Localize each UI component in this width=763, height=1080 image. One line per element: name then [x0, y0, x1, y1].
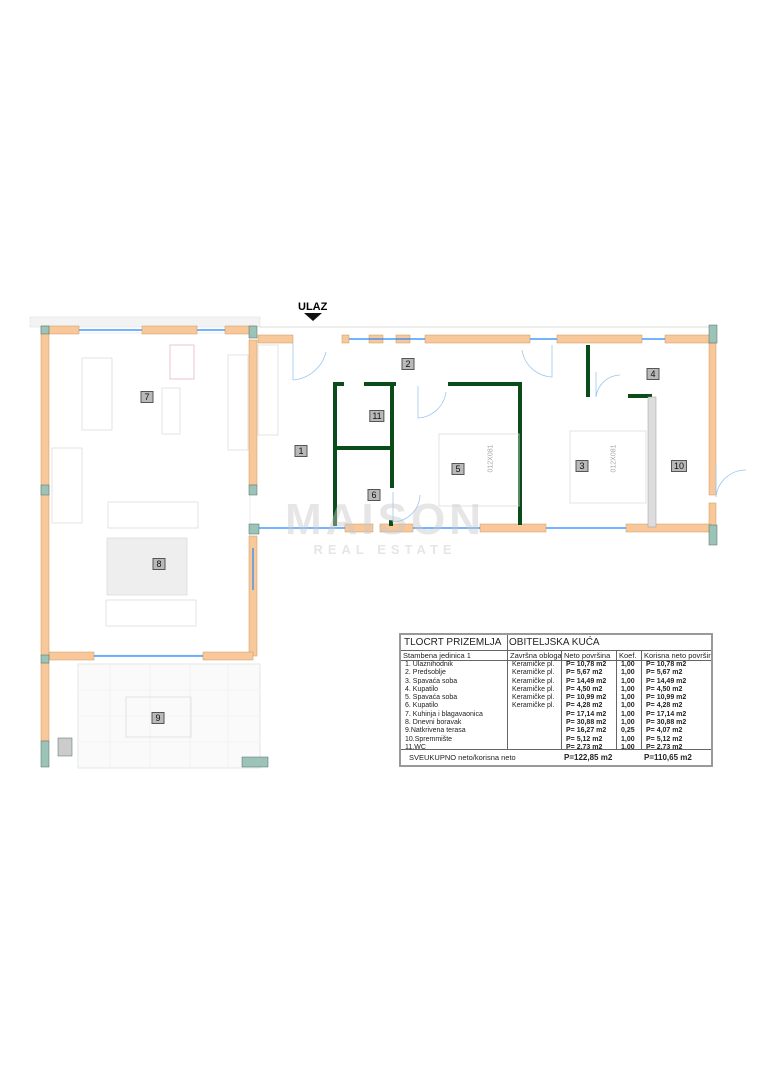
cell-room: 4. Kupatilo: [405, 685, 439, 693]
cell-coef: 1,00: [621, 735, 635, 743]
cell-net: P= 2,73 m2: [566, 743, 603, 751]
area-table: TLOCRT PRIZEMLJA OBITELJSKA KUĆA Stamben…: [399, 633, 713, 767]
cell-usable: P= 10,99 m2: [646, 694, 687, 702]
cell-usable: P= 5,12 m2: [646, 735, 683, 743]
cell-net: P= 5,67 m2: [566, 669, 603, 677]
cell-coef: 1,00: [621, 719, 635, 727]
cell-net: P= 16,27 m2: [566, 727, 607, 735]
furniture: [51, 344, 647, 738]
cell-coef: 1,00: [621, 677, 635, 685]
cell-room: 8. Dnevni boravak: [405, 719, 462, 727]
cell-usable: P= 17,14 m2: [646, 710, 687, 718]
table-total-row: SVEUKUPNO neto/korisna neto P=122,85 m2 …: [401, 749, 711, 765]
table-title: TLOCRT PRIZEMLJA: [401, 635, 508, 651]
cell-finish: Keramičke pl.: [512, 694, 555, 702]
cell-coef: 1,00: [621, 710, 635, 718]
total-label: SVEUKUPNO neto/korisna neto: [409, 753, 516, 762]
cell-usable: P= 2,73 m2: [646, 743, 683, 751]
cell-coef: 0,25: [621, 727, 635, 735]
cell-room: 5. Spavaća soba: [405, 694, 458, 702]
room-label-3: 3: [575, 460, 589, 472]
cell-finish: Keramičke pl.: [512, 677, 555, 685]
header-net: Neto površina: [562, 651, 616, 661]
room-label-6: 6: [367, 489, 381, 501]
cell-net: P= 10,78 m2: [566, 661, 607, 668]
storage-wall: [647, 396, 657, 528]
cell-net: P= 17,14 m2: [566, 710, 607, 718]
cell-finish: [508, 719, 561, 727]
col-finish: Završna obloga Keramičke pl.Keramičke pl…: [508, 651, 562, 749]
cell-room: 10.Spremmište: [405, 735, 453, 743]
room-label-9: 9: [151, 712, 165, 724]
cell-finish: Keramičke pl.: [512, 685, 555, 693]
room-label-1: 1: [294, 445, 308, 457]
interior-walls: [333, 345, 652, 526]
cell-usable: P= 4,28 m2: [646, 702, 683, 710]
header-finish: Završna obloga: [508, 651, 561, 661]
living-area: [47, 332, 251, 656]
door-swings: [292, 343, 747, 523]
cell-net: P= 14,49 m2: [566, 677, 607, 685]
cell-room: 3. Spavaća soba: [405, 677, 458, 685]
header-usable: Korisna neto površina: [642, 651, 711, 661]
columns: [40, 324, 718, 768]
room-label-10: 10: [670, 460, 688, 472]
cell-usable: P= 5,67 m2: [646, 669, 683, 677]
total-usable: P=110,65 m2: [644, 753, 692, 762]
cell-net: P= 10,99 m2: [566, 694, 607, 702]
cell-usable: P= 4,07 m2: [646, 727, 683, 735]
cell-usable: P= 10,78 m2: [646, 661, 687, 668]
bed-label-5: 012X081: [487, 444, 495, 473]
cell-net: P= 4,50 m2: [566, 685, 603, 693]
cell-net: P= 30,88 m2: [566, 719, 607, 727]
cell-coef: 1,00: [621, 661, 635, 668]
room-label-7: 7: [140, 391, 154, 403]
total-net: P=122,85 m2: [564, 753, 613, 762]
entrance-arrow-icon: [304, 313, 322, 321]
cell-room: 2. Predsoblje: [405, 669, 446, 677]
table-project: OBITELJSKA KUĆA: [506, 635, 711, 651]
cell-usable: P= 30,88 m2: [646, 719, 687, 727]
cell-coef: 1,00: [621, 702, 635, 710]
cell-finish: Keramičke pl.: [512, 702, 555, 710]
header-room: Stambena jedinica 1: [401, 651, 507, 661]
roof-edge: [29, 316, 261, 328]
cell-usable: P= 4,50 m2: [646, 685, 683, 693]
header-coef: Koef.: [617, 651, 641, 661]
terrace-tiles: [78, 664, 260, 768]
cell-room: 1. Ulaznihodnik: [405, 661, 453, 668]
windows: [79, 329, 665, 657]
entrance-label: ULAZ: [298, 301, 328, 313]
cell-room: 6. Kupatilo: [405, 702, 439, 710]
cell-finish: Keramičke pl.: [512, 669, 555, 677]
room-label-11: 11: [369, 410, 385, 422]
cell-room: 9.Natkrivena terasa: [405, 727, 466, 735]
cell-finish: [508, 736, 561, 744]
cell-finish: Keramičke pl.: [512, 661, 555, 668]
cell-coef: 1,00: [621, 669, 635, 677]
cell-finish: [508, 711, 561, 719]
room-label-5: 5: [451, 463, 465, 475]
cell-net: P= 5,12 m2: [566, 735, 603, 743]
cell-coef: 1,00: [621, 694, 635, 702]
cell-room: 11.WC: [405, 743, 426, 751]
cell-net: P= 4,28 m2: [566, 702, 603, 710]
cell-coef: 1,00: [621, 685, 635, 693]
cell-finish: [508, 727, 561, 735]
room-label-2: 2: [401, 358, 415, 370]
cell-coef: 1,00: [621, 743, 635, 751]
room-label-4: 4: [646, 368, 660, 380]
cell-usable: P= 14,49 m2: [646, 677, 687, 685]
cell-room: 7. Kuhinja i blagavaonica: [405, 710, 483, 718]
bed-label-3: 012X081: [610, 444, 618, 473]
room-label-8: 8: [152, 558, 166, 570]
